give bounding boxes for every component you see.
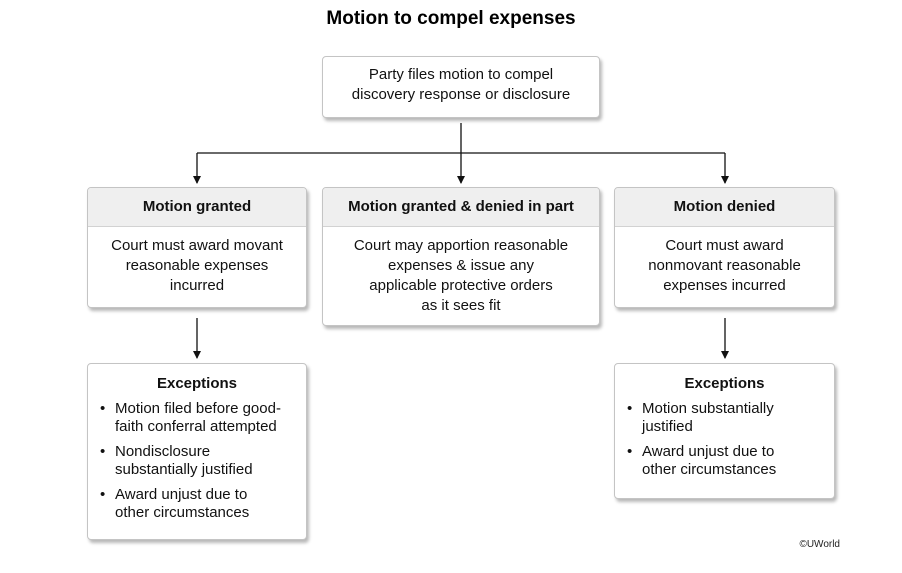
- exception-line: other circumstances: [642, 461, 777, 478]
- start-box-line: Party files motion to compel: [368, 66, 554, 83]
- outcome-partial-heading: Motion granted & denied in part: [323, 188, 599, 227]
- exception-item: • Award unjust due to other circumstance…: [100, 486, 298, 522]
- diagram-title: Motion to compel expenses: [326, 8, 576, 29]
- outcome-partial-box: Motion granted & denied in part Court ma…: [322, 187, 600, 326]
- outcome-line: as it sees fit: [421, 297, 501, 314]
- outcome-denied-body: Court must award nonmovant reasonable ex…: [615, 227, 834, 296]
- exception-line: justified: [642, 418, 693, 435]
- exception-line: Nondisclosure: [115, 443, 211, 460]
- exceptions-right-heading: Exceptions: [684, 375, 765, 392]
- exception-line: Motion filed before good-: [115, 400, 281, 417]
- outcome-granted-box: Motion granted Court must award movant r…: [87, 187, 307, 308]
- start-box: Party files motion to compel discovery r…: [322, 56, 600, 118]
- copyright-notice: ©UWorld: [799, 539, 840, 550]
- outcome-denied-box: Motion denied Court must award nonmovant…: [614, 187, 835, 308]
- bullet-icon: •: [627, 400, 633, 417]
- exceptions-right-box: Exceptions • Motion substantially justif…: [614, 363, 835, 499]
- bullet-icon: •: [100, 443, 106, 460]
- bullet-icon: •: [100, 400, 106, 417]
- exceptions-right-list: • Motion substantially justified • Award…: [615, 400, 834, 479]
- outcome-line: applicable protective orders: [369, 277, 553, 294]
- exception-item: • Motion substantially justified: [627, 400, 826, 436]
- outcome-line: Court must award movant: [111, 237, 283, 254]
- outcome-line: nonmovant reasonable: [648, 257, 801, 274]
- exception-line: Motion substantially: [642, 400, 774, 417]
- outcome-line: expenses incurred: [663, 277, 786, 294]
- exception-item: • Award unjust due to other circumstance…: [627, 443, 826, 479]
- outcome-line: expenses & issue any: [388, 257, 534, 274]
- exceptions-left-list: • Motion filed before good- faith confer…: [88, 400, 306, 522]
- bullet-icon: •: [100, 486, 106, 503]
- bullet-icon: •: [627, 443, 633, 460]
- outcome-line: reasonable expenses: [125, 257, 269, 274]
- exception-item: • Nondisclosure substantially justified: [100, 443, 298, 479]
- exception-line: Award unjust due to: [642, 443, 775, 460]
- outcome-line: Court must award: [665, 237, 784, 254]
- exception-line: substantially justified: [115, 461, 253, 478]
- outcome-denied-heading: Motion denied: [615, 188, 834, 227]
- exceptions-left-box: Exceptions • Motion filed before good- f…: [87, 363, 307, 540]
- exception-line: Award unjust due to: [115, 486, 248, 503]
- outcome-granted-heading: Motion granted: [88, 188, 306, 227]
- exceptions-left-heading: Exceptions: [156, 375, 238, 392]
- exception-item: • Motion filed before good- faith confer…: [100, 400, 298, 436]
- outcome-line: incurred: [169, 277, 225, 294]
- outcome-partial-body: Court may apportion reasonable expenses …: [323, 227, 599, 316]
- outcome-granted-body: Court must award movant reasonable expen…: [88, 227, 306, 296]
- exception-line: faith conferral attempted: [115, 418, 277, 435]
- start-box-text: Party files motion to compel discovery r…: [323, 57, 599, 105]
- exception-line: other circumstances: [115, 504, 250, 521]
- outcome-line: Court may apportion reasonable: [353, 237, 569, 254]
- start-box-line: discovery response or disclosure: [351, 86, 571, 103]
